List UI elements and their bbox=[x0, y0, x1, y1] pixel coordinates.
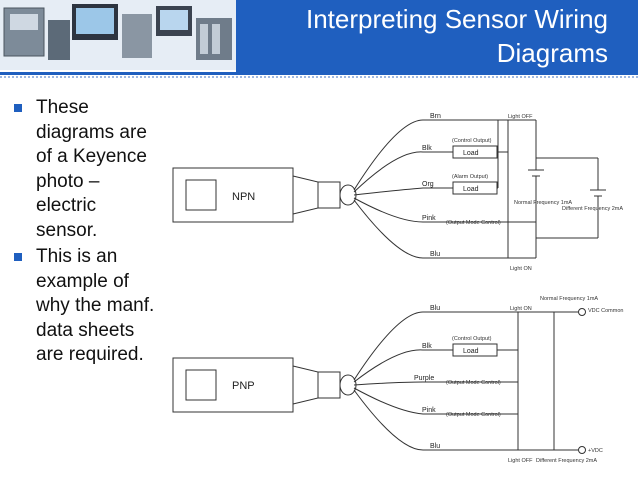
npn-label: NPN bbox=[232, 191, 255, 203]
wiring-diagram: NPN Brn Blk Org Pink Blu Load Load Light… bbox=[172, 113, 623, 464]
bullet-square-icon bbox=[14, 104, 22, 112]
pnp-different-frequency: Different Frequency 2mA bbox=[536, 458, 597, 464]
pnp-wire-pink: Pink bbox=[422, 407, 436, 414]
npn-wire-org: Org bbox=[422, 181, 434, 188]
bullet-item: These diagrams are of a Keyence photo – … bbox=[12, 96, 162, 243]
pnp-light-on: Light ON bbox=[510, 306, 532, 312]
pnp-control-output: (Control Output) bbox=[452, 336, 492, 342]
title-box: Interpreting Sensor Wiring Diagrams bbox=[236, 0, 638, 72]
pnp-wire-blu-bottom: Blu bbox=[430, 443, 440, 450]
bullet-square-icon bbox=[14, 253, 22, 261]
slide-header: Interpreting Sensor Wiring Diagrams bbox=[0, 0, 638, 72]
pnp-output-mode-control-1: (Output Mode Control) bbox=[446, 380, 501, 386]
npn-wires bbox=[353, 119, 606, 259]
bullet-item: This is an example of why the manf. data… bbox=[12, 245, 162, 368]
npn-different-frequency: Different Frequency 2mA bbox=[562, 206, 623, 212]
plc-photo-strip bbox=[0, 0, 236, 70]
npn-wire-brn: Brn bbox=[430, 113, 441, 120]
pnp-wire-blu-top: Blu bbox=[430, 305, 440, 312]
page-title: Interpreting Sensor Wiring Diagrams bbox=[305, 4, 608, 68]
npn-alarm-output: (Alarm Output) bbox=[452, 174, 488, 180]
npn-light-off: Light OFF bbox=[508, 114, 533, 120]
bullet-list: These diagrams are of a Keyence photo – … bbox=[12, 96, 162, 370]
pnp-label: PNP bbox=[232, 380, 255, 392]
npn-output-mode-control: (Output Mode Control) bbox=[446, 220, 501, 226]
npn-load-1: Load bbox=[463, 150, 479, 157]
npn-load-2: Load bbox=[463, 186, 479, 193]
pnp-output-mode-control-2: (Output Mode Control) bbox=[446, 412, 501, 418]
header-rule bbox=[0, 72, 638, 75]
pnp-wire-purple: Purple bbox=[414, 375, 434, 382]
npn-wire-pink: Pink bbox=[422, 215, 436, 222]
pnp-sensor bbox=[172, 357, 357, 413]
npn-normal-frequency: Normal Frequency 1mA bbox=[514, 200, 572, 206]
pnp-light-off: Light OFF bbox=[508, 458, 533, 464]
npn-sensor bbox=[172, 167, 357, 223]
bullet-text: This is an example of why the manf. data… bbox=[36, 246, 155, 365]
pnp-normal-frequency: Normal Frequency 1mA bbox=[540, 296, 598, 302]
npn-control-output: (Control Output) bbox=[452, 138, 492, 144]
pnp-vdc-common: VDC Common bbox=[588, 308, 623, 314]
npn-wire-blu: Blu bbox=[430, 251, 440, 258]
pnp-vdc: +VDC bbox=[588, 448, 603, 454]
dotted-divider bbox=[0, 76, 638, 78]
npn-light-on: Light ON bbox=[510, 266, 532, 272]
npn-wire-blk: Blk bbox=[422, 145, 432, 152]
bullet-text: These diagrams are of a Keyence photo – … bbox=[36, 97, 147, 241]
pnp-wires bbox=[353, 308, 586, 454]
pnp-wire-blk: Blk bbox=[422, 343, 432, 350]
pnp-load: Load bbox=[463, 348, 479, 355]
